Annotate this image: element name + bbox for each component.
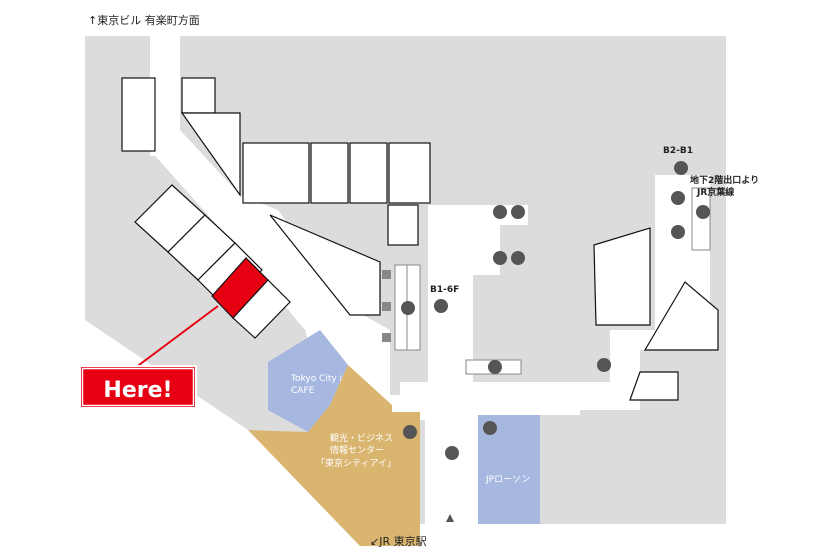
aed-icon — [445, 446, 459, 460]
underground-exit-label: 地下2階出口より — [690, 174, 759, 186]
info-center-label-line2: 情報センター — [330, 444, 384, 456]
shop — [269, 214, 381, 316]
phone-icon — [671, 191, 685, 205]
floor-label-b1-6f: B1-6F — [430, 285, 459, 295]
elevator-icon — [434, 299, 448, 313]
store-label: JPローソン — [485, 475, 530, 485]
arrow-up-icon — [446, 514, 454, 522]
here-badge — [79, 365, 197, 409]
info-center-area — [248, 365, 420, 546]
corridor-diagonal — [150, 36, 440, 420]
corridor-horizontal — [400, 345, 640, 415]
here-label: Here! — [103, 378, 172, 403]
floor-label-b2-b1: B2-B1 — [663, 146, 693, 156]
shop — [232, 279, 291, 339]
stairs-icon — [671, 225, 685, 239]
shop — [643, 281, 719, 351]
locker-icon — [597, 358, 611, 372]
shop — [121, 77, 156, 152]
info-center-label-line3: 「東京シティアイ」 — [316, 457, 396, 469]
south-direction-label: ↙JR 東京駅 — [370, 534, 427, 548]
cafe-label: Tokyo City i — [290, 374, 342, 384]
cafe-label-line2: CAFE — [291, 386, 315, 396]
north-direction-label: ↑東京ビル 有楽町方面 — [88, 13, 200, 27]
stairs — [382, 302, 391, 311]
toilet-icon — [511, 251, 525, 265]
cafe-area — [268, 330, 348, 432]
corridor-station — [425, 410, 480, 546]
shop — [181, 77, 216, 114]
info-center-label: 観光・ビジネス — [330, 432, 393, 444]
toilet-icon — [511, 205, 525, 219]
wheelchair-icon — [493, 205, 507, 219]
shop — [388, 142, 431, 204]
wheelchair-icon — [493, 251, 507, 265]
stairs — [382, 270, 391, 279]
shop — [242, 142, 310, 204]
postbox-icon — [483, 421, 497, 435]
shop — [180, 112, 241, 197]
here-badge-border — [81, 367, 195, 407]
shop — [593, 227, 651, 326]
stairs — [382, 333, 391, 342]
shop — [387, 204, 419, 246]
shop — [349, 142, 388, 204]
escalator-right — [691, 187, 711, 251]
info-icon — [403, 425, 417, 439]
shop — [310, 142, 349, 204]
shop — [629, 371, 679, 401]
here-pointer-line — [134, 305, 219, 369]
corridor-center — [428, 205, 473, 385]
escalator-center — [394, 264, 421, 351]
keiyo-line-label: JR京葉線 — [696, 186, 734, 198]
elevator-icon — [674, 161, 688, 175]
escalator-lower — [465, 359, 522, 375]
